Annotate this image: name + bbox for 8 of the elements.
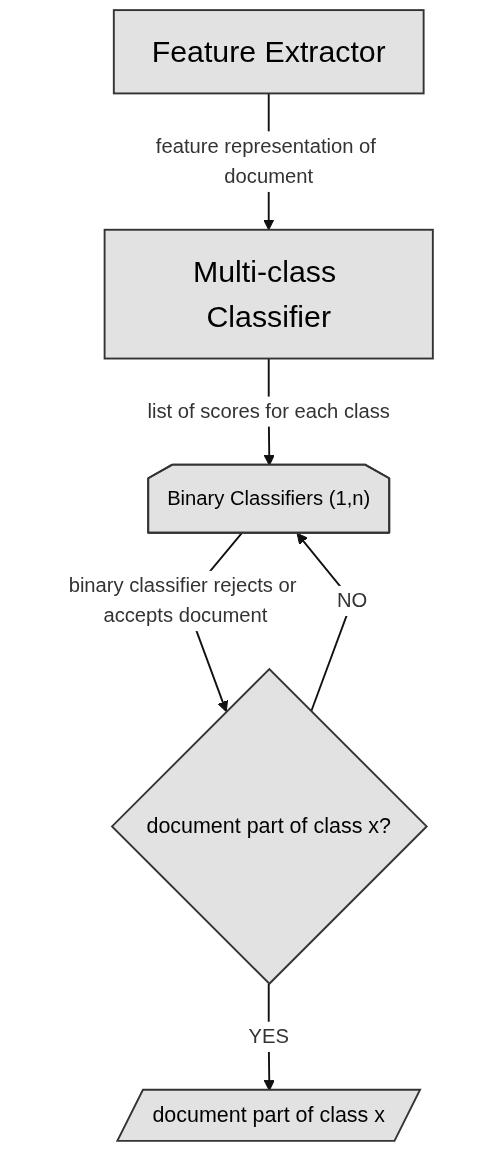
edge-label: YES xyxy=(248,1025,289,1047)
edge-label: list of scores for each class xyxy=(147,400,390,422)
edge-label: feature representation of document xyxy=(155,135,376,187)
node-box: Multi-class Classifier xyxy=(103,228,434,360)
node-box: Feature Extractor xyxy=(112,9,425,95)
edge-label: NO xyxy=(336,589,368,612)
node-diamond: document part of class x? xyxy=(110,667,428,986)
edge-label: binary classifier rejects or accepts document xyxy=(68,574,297,627)
